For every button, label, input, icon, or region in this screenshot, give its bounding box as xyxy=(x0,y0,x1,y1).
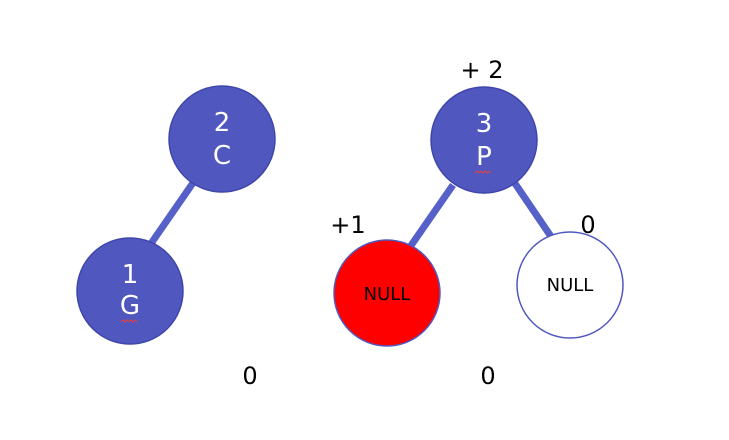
node-null-left: NULL xyxy=(333,239,441,347)
node-g-number: 1 xyxy=(122,260,139,290)
bottom-label-right: 0 xyxy=(480,362,495,390)
null-right-label: NULL xyxy=(547,275,594,296)
balance-label-left-null: +1 xyxy=(330,211,365,239)
bottom-label-left: 0 xyxy=(242,362,257,390)
node-p: 3 P xyxy=(430,86,538,194)
node-c-number: 2 xyxy=(214,108,231,138)
edge-p-left-null xyxy=(407,183,456,249)
balance-label-root: + 2 xyxy=(460,56,503,84)
null-left-label: NULL xyxy=(364,284,411,305)
node-p-number: 3 xyxy=(476,109,493,139)
spellcheck-squiggle xyxy=(474,170,492,174)
node-c-letter: C xyxy=(213,141,231,171)
edge-c-g xyxy=(147,178,198,247)
node-g-letter: G xyxy=(120,291,140,321)
node-c: 2 C xyxy=(168,85,276,193)
node-p-letter: P xyxy=(476,142,492,172)
node-null-right: NULL xyxy=(516,231,624,339)
edge-p-right-null xyxy=(511,180,555,240)
spellcheck-squiggle xyxy=(120,319,138,323)
node-g: 1 G xyxy=(76,237,184,345)
balance-label-right-null: 0 xyxy=(580,211,595,239)
